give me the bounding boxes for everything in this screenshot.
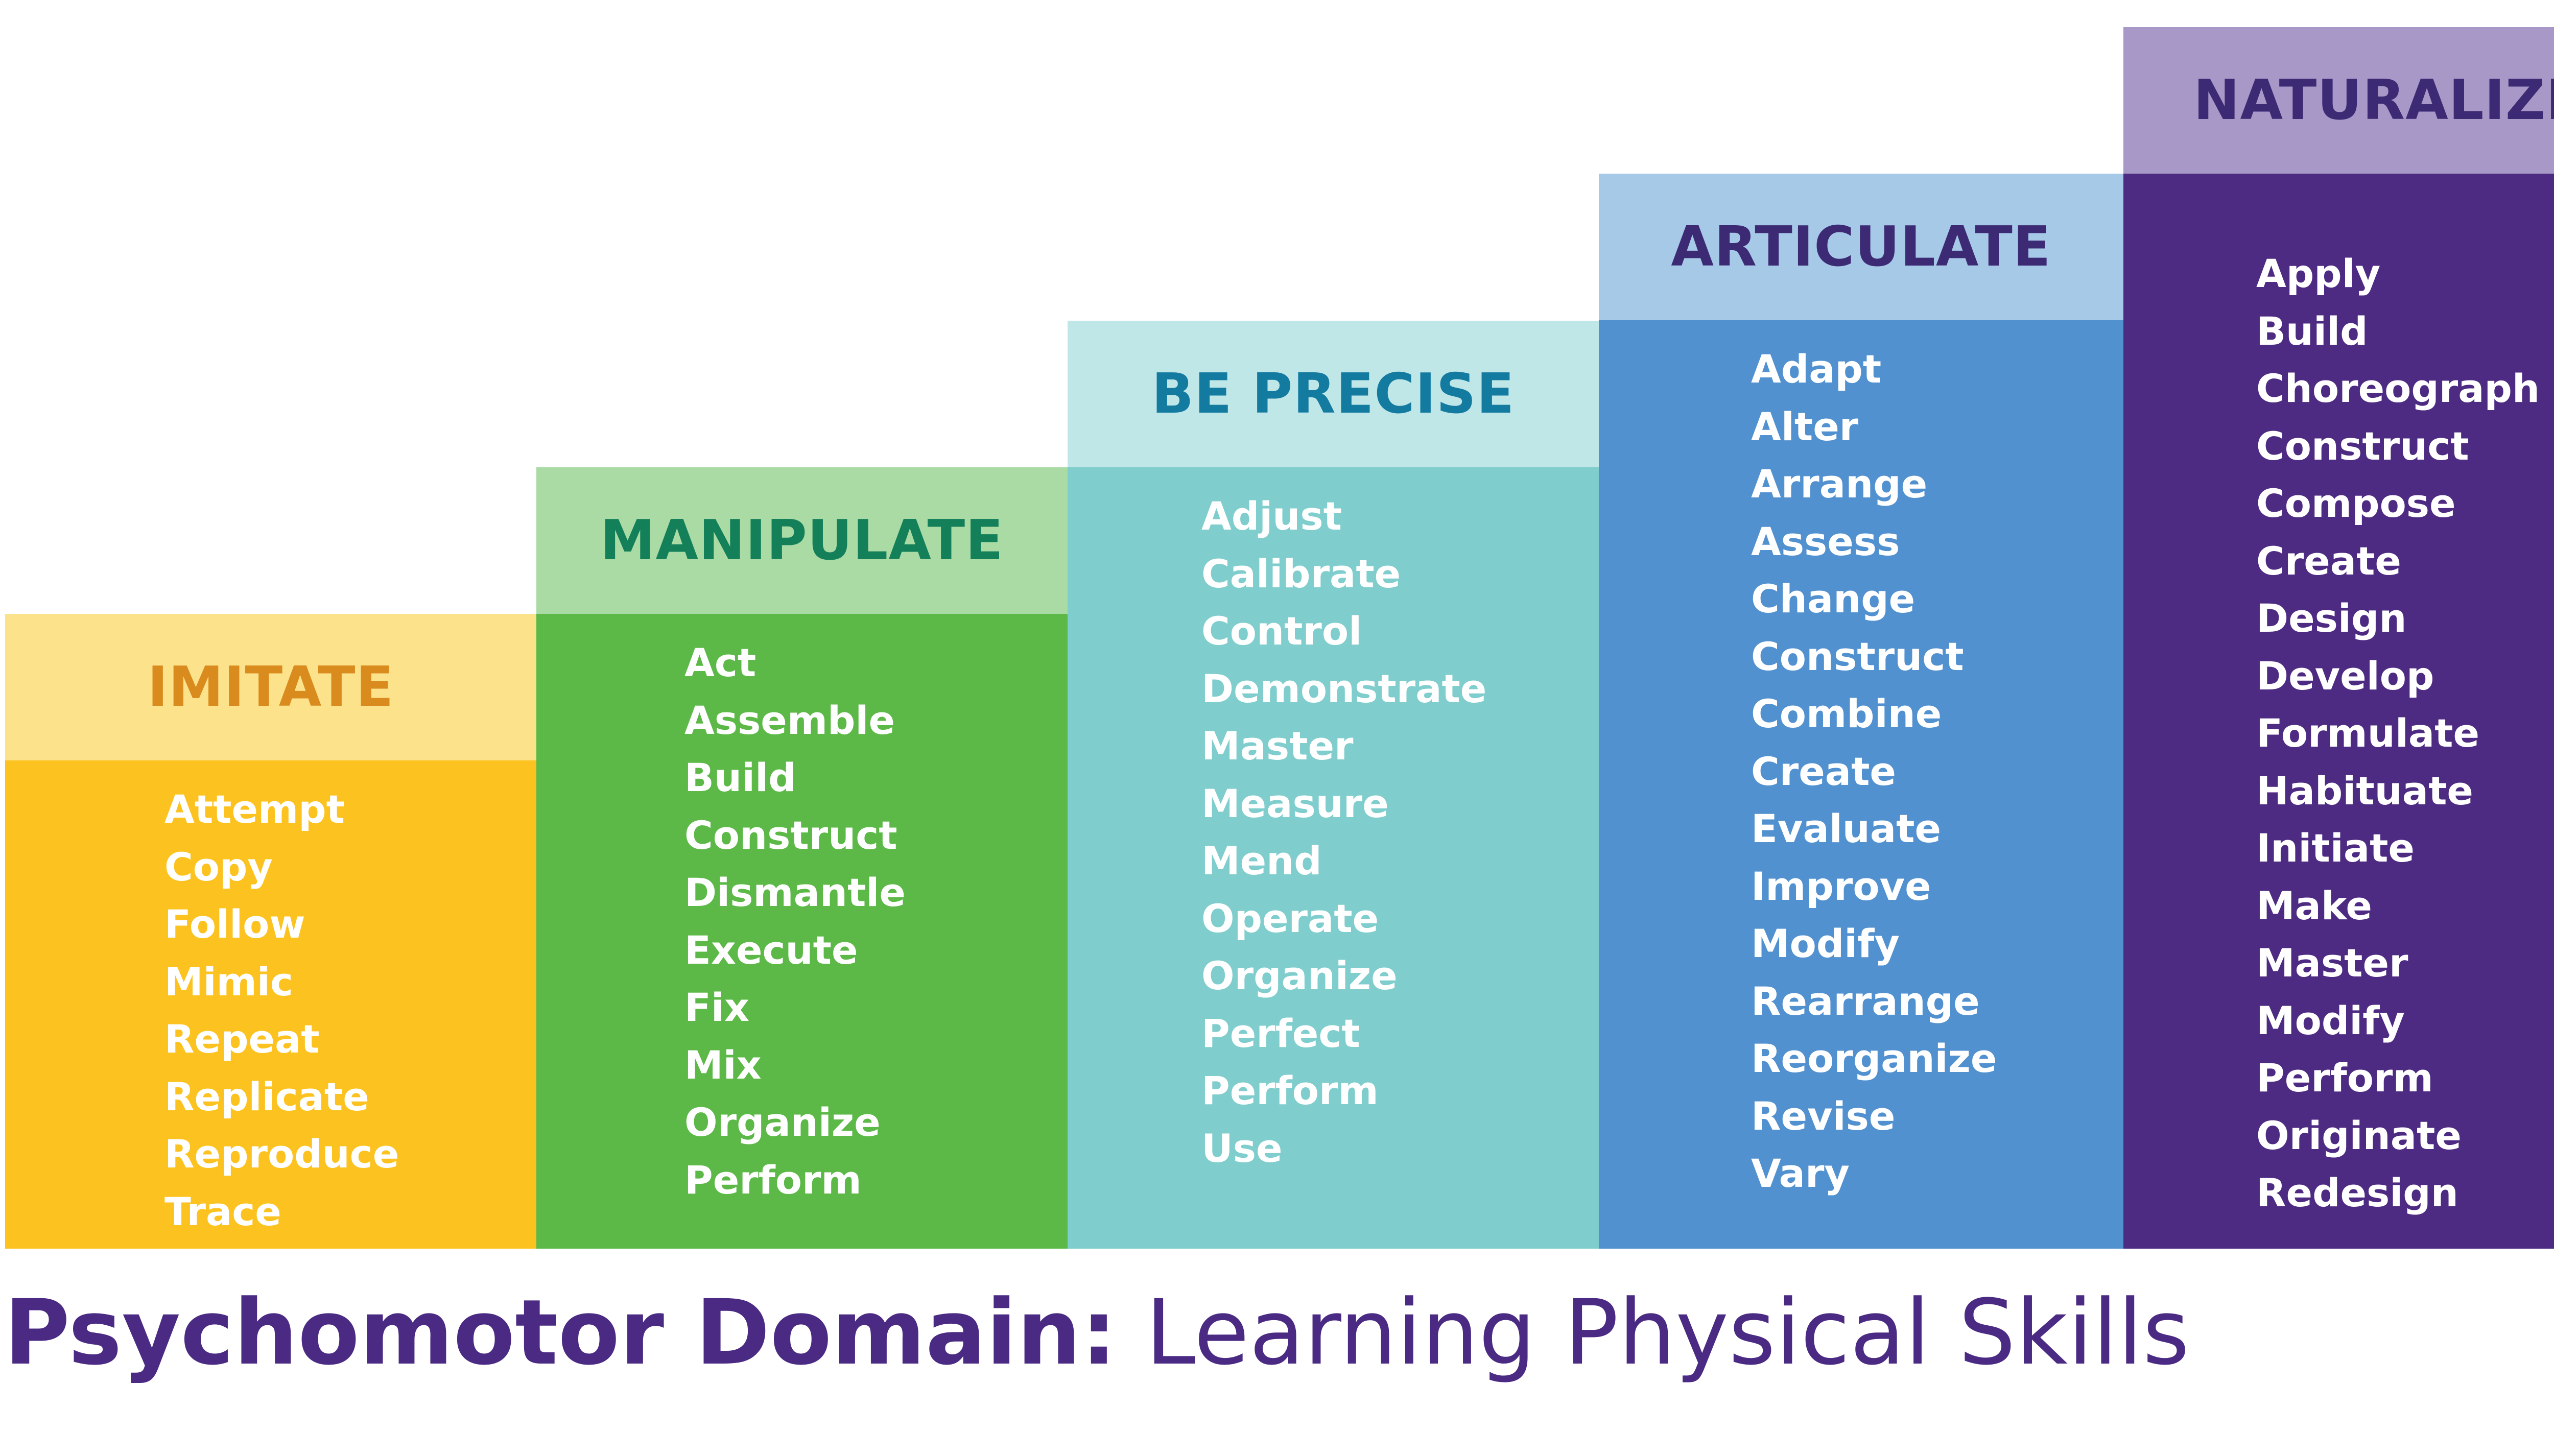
verb-item: Alter <box>1751 403 1859 449</box>
verb-item: Revise <box>1751 1093 1896 1139</box>
step-be-precise: BE PRECISE Adjust Calibrate Control Demo… <box>1068 321 1599 1249</box>
verb-item: Modify <box>1751 921 1900 966</box>
page-title-bold: Psychomotor Domain: <box>4 1280 1117 1385</box>
verb-item: Repeat <box>164 1016 320 1062</box>
verb-item: Initiate <box>2256 825 2415 871</box>
verb-item: Perform <box>2256 1055 2433 1101</box>
step-articulate-header: ARTICULATE <box>1599 174 2123 320</box>
verb-item: Mend <box>1201 838 1322 884</box>
step-imitate-verbs: Attempt Copy Follow Mimic Repeat Replica… <box>164 781 399 1240</box>
verb-item: Apply <box>2256 251 2381 296</box>
verb-item: Construct <box>684 812 897 858</box>
verb-item: Adjust <box>1201 493 1342 539</box>
step-naturalize: NATURALIZE Apply Build Choreograph Const… <box>2123 27 2554 1249</box>
verb-item: Combine <box>1751 691 1942 736</box>
step-imitate-header: IMITATE <box>5 614 536 760</box>
step-naturalize-title: NATURALIZE <box>2193 68 2554 132</box>
verb-item: Follow <box>164 901 305 947</box>
verb-item: Formulate <box>2256 710 2480 756</box>
verb-item: Perfect <box>1201 1010 1360 1056</box>
verb-item: Fix <box>684 985 749 1030</box>
step-articulate-verbs: Adapt Alter Arrange Assess Change Constr… <box>1751 341 1997 1203</box>
step-be-precise-title: BE PRECISE <box>1151 362 1515 426</box>
verb-item: Execute <box>684 927 858 973</box>
verb-item: Assess <box>1751 518 1900 564</box>
verb-item: Dismantle <box>684 870 906 915</box>
step-imitate-body: Attempt Copy Follow Mimic Repeat Replica… <box>5 760 536 1249</box>
verb-item: Calibrate <box>1201 551 1401 596</box>
verb-item: Measure <box>1201 780 1389 826</box>
verb-item: Construct <box>1751 633 1964 679</box>
verb-item: Replicate <box>164 1073 369 1119</box>
verb-item: Operate <box>1201 895 1379 941</box>
step-manipulate-title: MANIPULATE <box>600 509 1004 572</box>
verb-item: Copy <box>164 844 273 890</box>
verb-item: Change <box>1751 576 1916 622</box>
verb-item: Construct <box>2256 423 2469 469</box>
verb-item: Trace <box>164 1188 281 1234</box>
step-manipulate-body: Act Assemble Build Construct Dismantle E… <box>536 614 1068 1249</box>
page-title: Psychomotor Domain: Learning Physical Sk… <box>4 1282 2189 1384</box>
verb-item: Build <box>684 755 796 800</box>
verb-item: Create <box>1751 748 1896 794</box>
verb-item: Attempt <box>164 786 345 832</box>
verb-item: Rearrange <box>1751 978 1980 1024</box>
step-be-precise-header: BE PRECISE <box>1068 321 1599 467</box>
verb-item: Arrange <box>1751 461 1928 507</box>
verb-item: Redesign <box>2256 1170 2458 1215</box>
verb-item: Reorganize <box>1751 1036 1997 1081</box>
verb-item: Make <box>2256 882 2372 928</box>
verb-item: Evaluate <box>1751 806 1942 851</box>
verb-item: Assemble <box>684 697 895 743</box>
step-articulate: ARTICULATE Adapt Alter Arrange Assess Ch… <box>1599 174 2123 1249</box>
step-be-precise-body: Adjust Calibrate Control Demonstrate Mas… <box>1068 467 1599 1249</box>
step-naturalize-verbs: Apply Build Choreograph Construct Compos… <box>2256 245 2540 1222</box>
step-articulate-body: Adapt Alter Arrange Assess Change Constr… <box>1599 320 2123 1249</box>
verb-item: Organize <box>1201 953 1398 998</box>
step-manipulate-header: MANIPULATE <box>536 467 1068 614</box>
verb-item: Mix <box>684 1042 762 1088</box>
verb-item: Adapt <box>1751 346 1882 392</box>
verb-item: Master <box>2256 940 2408 986</box>
verb-item: Vary <box>1751 1151 1850 1196</box>
step-naturalize-header: NATURALIZE <box>2123 27 2554 174</box>
step-manipulate-verbs: Act Assemble Build Construct Dismantle E… <box>684 634 906 1209</box>
step-naturalize-body: Apply Build Choreograph Construct Compos… <box>2123 174 2554 1249</box>
verb-item: Master <box>1201 723 1354 769</box>
verb-item: Perform <box>684 1157 862 1203</box>
verb-item: Act <box>684 640 756 685</box>
verb-item: Build <box>2256 308 2368 354</box>
verb-item: Improve <box>1751 863 1931 909</box>
verb-item: Control <box>1201 608 1362 654</box>
verb-item: Modify <box>2256 997 2405 1043</box>
page-title-light: Learning Physical Skills <box>1117 1280 2190 1385</box>
verb-item: Habituate <box>2256 768 2473 814</box>
verb-item: Originate <box>2256 1112 2462 1158</box>
verb-item: Develop <box>2256 653 2434 699</box>
verb-item: Compose <box>2256 481 2456 526</box>
verb-item: Mimic <box>164 959 293 1005</box>
step-imitate-title: IMITATE <box>147 655 394 719</box>
verb-item: Create <box>2256 538 2401 584</box>
verb-item: Organize <box>684 1100 881 1145</box>
verb-item: Use <box>1201 1125 1283 1171</box>
step-imitate: IMITATE Attempt Copy Follow Mimic Repeat… <box>5 614 536 1249</box>
verb-item: Reproduce <box>164 1131 399 1177</box>
verb-item: Choreograph <box>2256 366 2540 411</box>
verb-item: Demonstrate <box>1201 665 1487 711</box>
step-manipulate: MANIPULATE Act Assemble Build Construct … <box>536 467 1068 1249</box>
step-articulate-title: ARTICULATE <box>1671 215 2051 279</box>
step-be-precise-verbs: Adjust Calibrate Control Demonstrate Mas… <box>1201 488 1486 1177</box>
verb-item: Design <box>2256 595 2407 641</box>
verb-item: Perform <box>1201 1068 1379 1113</box>
